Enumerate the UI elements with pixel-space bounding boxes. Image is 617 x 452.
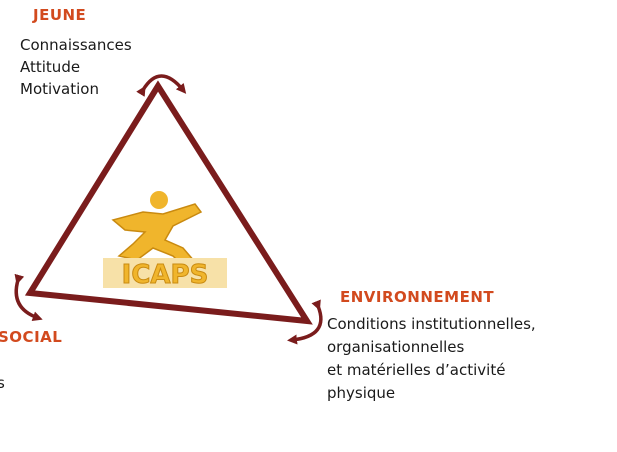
jeune-heading: JEUNE [33,6,87,24]
interaction-triangle [24,80,313,325]
environnement-item-organisationnelles: organisationnelles [327,338,465,356]
right-curved-arrow [287,299,323,345]
environnement-item-physique: physique [327,384,396,402]
jeune-item-motivation: Motivation [20,80,99,98]
social-item-fragment: s [0,374,5,392]
jeune-item-attitude: Attitude [20,58,81,76]
running-figure-icon [111,191,203,269]
environnement-item-materielles: et matérielles d’activité [327,361,506,379]
jeune-item-connaissances: Connaissances [20,36,132,54]
social-heading: SOCIAL [0,328,63,346]
logo-text: ICAPS [122,260,209,288]
left-curved-arrow [14,273,43,322]
environnement-item-conditions: Conditions institutionnelles, [327,315,536,333]
top-curved-arrow [136,74,187,97]
environnement-heading: ENVIRONNEMENT [340,288,495,306]
icaps-logo: ICAPS [103,190,227,291]
